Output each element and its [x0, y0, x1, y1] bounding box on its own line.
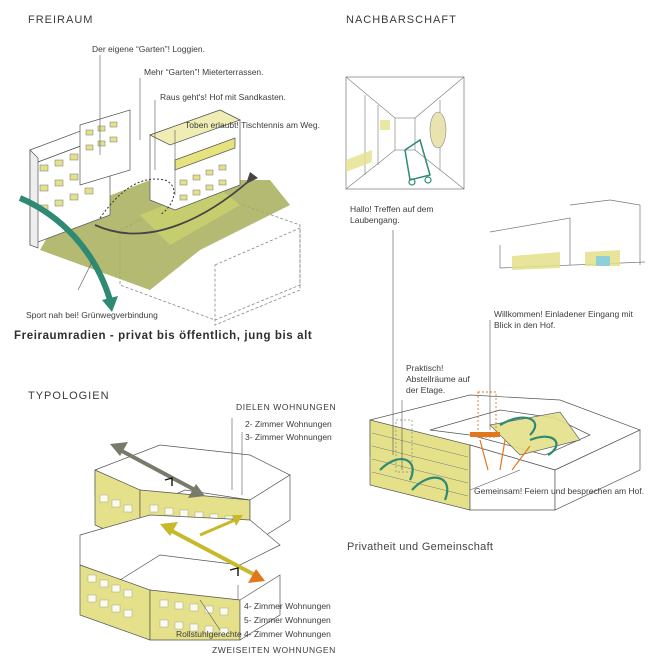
nachbarschaft-caption: Privatheit und Gemeinschaft: [347, 541, 494, 553]
typologien-top-heading: DIELEN WOHNUNGEN: [236, 402, 337, 412]
note-eingang-1: Willkommen! Einladener Eingang mit: [494, 309, 633, 319]
typ-5zimmer: 5- Zimmer Wohnungen: [244, 615, 331, 625]
typ-4zimmer: 4- Zimmer Wohnungen: [244, 601, 331, 611]
note-laubengang: Hallo! Treffen auf dem Laubengang.: [350, 204, 434, 225]
freiraum-note-terrassen: Mehr “Garten”! Mieterterrassen.: [144, 67, 264, 77]
freiraum-note-hof: Raus geht's! Hof mit Sandkasten.: [160, 92, 286, 102]
freiraum-note-loggien: Der eigene “Garten”! Loggien.: [92, 44, 205, 54]
typ-3zimmer: 3- Zimmer Wohnungen: [245, 432, 332, 442]
note-abstell-3: der Etage.: [406, 385, 446, 395]
note-eingang-2: Blick in den Hof.: [494, 320, 556, 330]
note-abstell-2: Abstellräume auf: [406, 374, 470, 384]
typologien-title: TYPOLOGIEN: [28, 390, 110, 402]
typ-2zimmer: 2- Zimmer Wohnungen: [245, 419, 332, 429]
note-abstell-1: Praktisch!: [406, 363, 444, 373]
typologien-bottom-heading: ZWEISEITEN WOHNUNGEN: [212, 645, 336, 655]
freiraum-note-gruenweg: Sport nah bei! Grünwegverbindung: [26, 310, 158, 320]
freiraum-note-tischtennis: Toben erlaubt! Tischtennis am Weg.: [185, 120, 320, 130]
typ-rollstuhl: Rollstuhlgerechte 4- Zimmer Wohnungen: [176, 629, 331, 639]
freiraum-title: FREIRAUM: [28, 14, 94, 26]
freiraum-caption: Freiraumradien - privat bis öffentlich, …: [14, 330, 313, 342]
nachbarschaft-title: NACHBARSCHAFT: [346, 14, 457, 26]
note-gemeinsam: Gemeinsam! Feiern und besprechen am Hof.: [474, 486, 645, 496]
